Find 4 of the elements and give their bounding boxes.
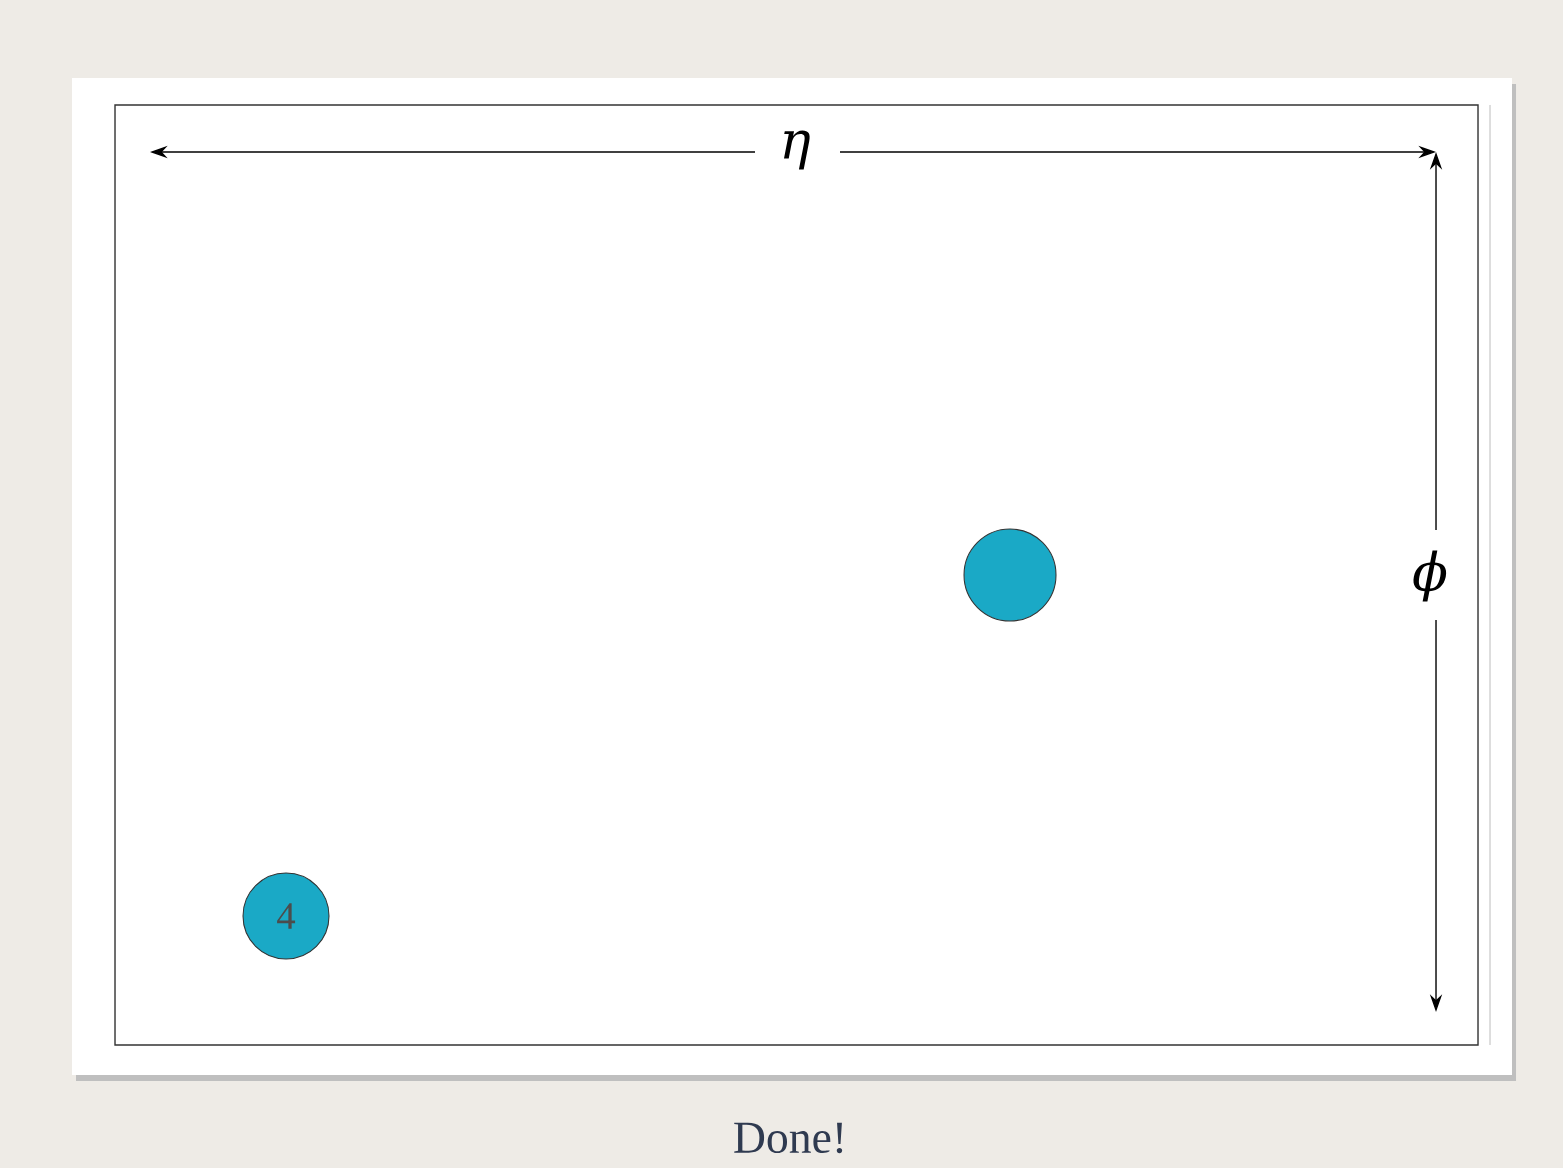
dimension-label: η — [784, 130, 810, 170]
caption: Done! — [734, 1122, 843, 1154]
circle — [963, 528, 1057, 622]
dimension-label: ϕ — [1412, 550, 1448, 602]
